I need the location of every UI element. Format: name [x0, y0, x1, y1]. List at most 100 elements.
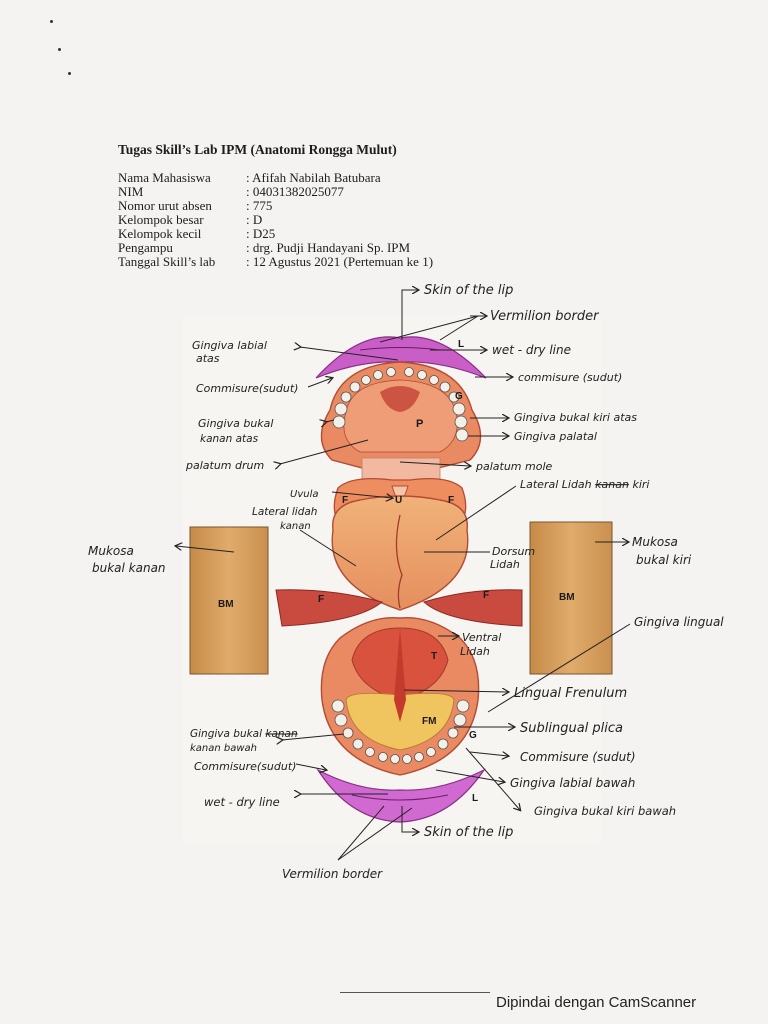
- label-gingiva-bukal-kiri-bawah: Gingiva bukal kiri bawah: [534, 804, 676, 818]
- tooth: [404, 367, 414, 377]
- leader-line: [379, 315, 479, 343]
- leader-line: [326, 420, 335, 422]
- tooth: [417, 370, 427, 380]
- label-commisure-kiri-bottom: Commisure (sudut): [520, 750, 636, 764]
- letter-T: T: [431, 651, 437, 662]
- tooth: [342, 727, 354, 739]
- label-ventral-lidah: Ventral: [462, 631, 501, 644]
- info-value: : drg. Pudji Handayani Sp. IPM: [246, 240, 411, 255]
- lower-teeth: [331, 699, 470, 764]
- label-dorsum-lidah-2: Lidah: [490, 558, 520, 571]
- tooth: [331, 699, 345, 713]
- label-commisure-kanan-bottom: Commisure(sudut): [194, 760, 296, 773]
- label-mukosa-bukal-kiri: Mukosa: [632, 535, 678, 549]
- tooth: [439, 381, 451, 393]
- leader-line: [439, 315, 479, 341]
- letter-L-top: L: [458, 339, 464, 350]
- tooth: [334, 402, 348, 416]
- info-row: NIM : 04031382025077: [118, 184, 344, 200]
- leader-line: [401, 290, 418, 340]
- leader-line: [299, 529, 357, 567]
- upper-lip-line: [359, 347, 441, 351]
- info-value: : Afifah Nabilah Batubara: [246, 170, 381, 185]
- tooth: [453, 713, 467, 727]
- tooth: [352, 738, 364, 750]
- tooth: [456, 699, 470, 713]
- info-row: Pengampu : drg. Pudji Handayani Sp. IPM: [118, 240, 410, 256]
- leader-line: [307, 378, 332, 388]
- tooth: [349, 381, 361, 393]
- leader-line: [300, 347, 399, 361]
- label-lateral-lidah-kanan-2: kanan: [280, 521, 311, 532]
- tooth: [454, 415, 468, 429]
- tooth: [340, 391, 352, 403]
- label-skin-of-lip-top: Skin of the lip: [424, 283, 513, 298]
- tooth: [452, 402, 466, 416]
- leader-line: [435, 769, 504, 782]
- info-label: Pengampu: [118, 240, 173, 255]
- leader-line: [487, 623, 631, 713]
- letter-F-muscle-left: F: [483, 590, 489, 601]
- muscle-band-right: [275, 589, 384, 627]
- label-ventral-lidah-2: Lidah: [460, 645, 490, 658]
- label-gingiva-bukal-kanan-atas-2: kanan atas: [200, 433, 259, 445]
- leader-lines: [176, 290, 631, 861]
- lower-lip-line: [351, 794, 449, 801]
- label-palatum-mole: palatum mole: [475, 460, 553, 473]
- info-row: Nomor urut absen : 775: [118, 198, 272, 214]
- tooth: [402, 754, 412, 764]
- tooth: [429, 375, 439, 385]
- leader-line: [435, 485, 517, 541]
- label-palatum-durum: palatum drum: [185, 459, 264, 472]
- tooth: [414, 752, 424, 762]
- letter-F-muscle-right: F: [318, 594, 324, 605]
- label-uvula: Uvula: [290, 489, 318, 500]
- info-row: Kelompok kecil : D25: [118, 226, 275, 242]
- lower-lip: [316, 768, 486, 823]
- info-label: Nama Mahasiswa: [118, 170, 211, 185]
- info-label: Kelompok kecil: [118, 226, 202, 241]
- letter-L-bottom: L: [472, 793, 478, 804]
- info-value: : 12 Agustus 2021 (Pertemuan ke 1): [246, 254, 434, 269]
- label-wet-dry-line-top: wet - dry line: [492, 343, 571, 357]
- palatal-rugae: [380, 386, 420, 412]
- label-gingiva-bukal-kanan-atas: Gingiva bukal: [198, 417, 273, 430]
- label-commisure-kanan-top: Commisure(sudut): [196, 382, 298, 395]
- tooth: [448, 391, 460, 403]
- buccal-mucosa-left: [529, 521, 613, 675]
- scan-speck: [58, 48, 61, 51]
- tooth: [332, 415, 346, 429]
- info-value: : D: [246, 212, 263, 227]
- info-value: : D25: [246, 226, 276, 241]
- tooth: [365, 747, 375, 757]
- info-value: : 04031382025077: [246, 184, 344, 199]
- label-sublingual-plica: Sublingual plica: [520, 721, 623, 736]
- info-value: : 775: [246, 198, 273, 213]
- tooth: [390, 754, 400, 764]
- scan-speck: [68, 72, 71, 75]
- tooth: [426, 747, 436, 757]
- scan-edge-line: [340, 992, 490, 993]
- leader-line: [337, 807, 413, 861]
- tooth: [334, 713, 348, 727]
- label-mukosa-bukal-kanan-2: bukal kanan: [92, 561, 166, 575]
- letter-G-top: G: [455, 391, 463, 402]
- letter-P: P: [416, 418, 423, 430]
- document-title: Tugas Skill’s Lab IPM (Anatomi Rongga Mu…: [118, 142, 397, 157]
- scan-speck: [50, 20, 53, 23]
- scanner-watermark: Dipindai dengan CamScanner: [496, 994, 697, 1011]
- tooth: [386, 367, 396, 377]
- label-lateral-lidah-kiri: Lateral Lidah kanan kiri: [520, 478, 649, 491]
- info-label: NIM: [118, 184, 144, 199]
- upper-lip: [315, 336, 487, 379]
- label-vermilion-border-top: Vermilion border: [490, 309, 600, 324]
- letter-FM: FM: [422, 716, 436, 727]
- letter-F-right: F: [448, 495, 454, 506]
- label-gingiva-labial-atas: Gingiva labial: [192, 339, 267, 352]
- label-mukosa-bukal-kanan: Mukosa: [88, 544, 134, 558]
- info-row: Tanggal Skill’s lab: 12 Agustus 2021 (Pe…: [118, 254, 433, 270]
- info-label: Nomor urut absen: [118, 198, 212, 213]
- label-gingiva-labial-bawah: Gingiva labial bawah: [510, 776, 635, 790]
- tooth: [361, 375, 371, 385]
- upper-teeth: [332, 367, 469, 442]
